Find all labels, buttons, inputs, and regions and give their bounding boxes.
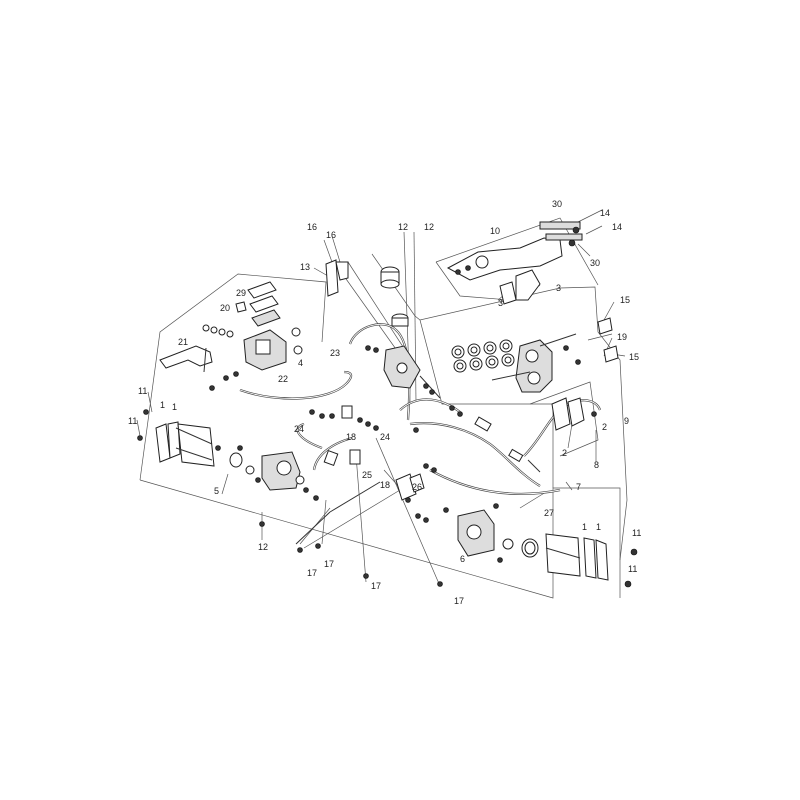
callout-21: 21 [178, 337, 188, 347]
callout-labels: 30 14 14 10 30 3 3 16 16 12 12 13 29 20 … [128, 199, 641, 606]
callout-30-bottom: 30 [590, 258, 600, 268]
callout-18-top: 18 [346, 432, 356, 442]
callout-19: 19 [617, 332, 627, 342]
callout-3-left: 3 [498, 298, 503, 308]
callout-12-top-left: 12 [398, 222, 408, 232]
callout-9: 9 [624, 416, 629, 426]
rear-caliper-assembly [446, 221, 583, 305]
callout-11-upper-left: 11 [138, 386, 147, 396]
pedal-bracket [325, 259, 349, 297]
callout-17-d: 17 [454, 596, 464, 606]
callout-24-left: 24 [294, 424, 304, 434]
callout-24-right: 24 [380, 432, 390, 442]
callout-2-lower: 2 [562, 448, 567, 458]
callout-30-top: 30 [552, 199, 562, 209]
callout-22: 22 [278, 374, 288, 384]
callout-17-b: 17 [324, 559, 334, 569]
group-outlines [139, 217, 628, 599]
front-master-cylinder [159, 281, 303, 391]
callout-16-left: 16 [307, 222, 317, 232]
left-caliper-assembly [137, 409, 319, 527]
callout-17-c: 17 [371, 581, 381, 591]
rear-master-cylinder [365, 266, 541, 473]
piston-seals [451, 339, 515, 373]
callout-10: 10 [490, 226, 500, 236]
callout-14-top: 14 [600, 208, 610, 218]
callout-17-a: 17 [307, 568, 317, 578]
callout-2-upper: 2 [602, 422, 607, 432]
callout-15-top: 15 [620, 295, 630, 305]
junction-fittings [297, 405, 443, 587]
callout-14-mid: 14 [612, 222, 622, 232]
callout-26: 26 [412, 482, 422, 492]
callout-1-left-a: 1 [160, 400, 165, 410]
banjo-bolts [297, 409, 443, 587]
callout-6: 6 [460, 554, 465, 564]
callout-3-right: 3 [556, 283, 561, 293]
callout-1-left-b: 1 [172, 402, 177, 412]
callout-11-lower-right-b: 11 [628, 564, 637, 574]
callout-1-right-a: 1 [582, 522, 587, 532]
callout-29: 29 [236, 288, 246, 298]
callout-11-lower-right-a: 11 [632, 528, 641, 538]
callout-18-bottom: 18 [380, 480, 390, 490]
callout-1-right-b: 1 [596, 522, 601, 532]
callout-27: 27 [544, 508, 554, 518]
callout-25: 25 [362, 470, 372, 480]
callout-15-bottom: 15 [629, 352, 639, 362]
callout-7: 7 [576, 482, 581, 492]
callout-23: 23 [330, 348, 340, 358]
right-lower-caliper-assembly [443, 503, 638, 588]
seal-washers [202, 324, 234, 338]
callout-5: 5 [214, 486, 219, 496]
brake-hoses [239, 323, 602, 545]
callout-4: 4 [298, 358, 303, 368]
callout-16-right: 16 [326, 230, 336, 240]
callout-11-mid-left: 11 [128, 416, 137, 426]
callout-8: 8 [594, 460, 599, 470]
callout-12-top-right: 12 [424, 222, 434, 232]
callout-13: 13 [300, 262, 310, 272]
right-caliper-assembly [451, 317, 619, 431]
callout-20: 20 [220, 303, 230, 313]
callout-12-bottom: 12 [258, 542, 268, 552]
